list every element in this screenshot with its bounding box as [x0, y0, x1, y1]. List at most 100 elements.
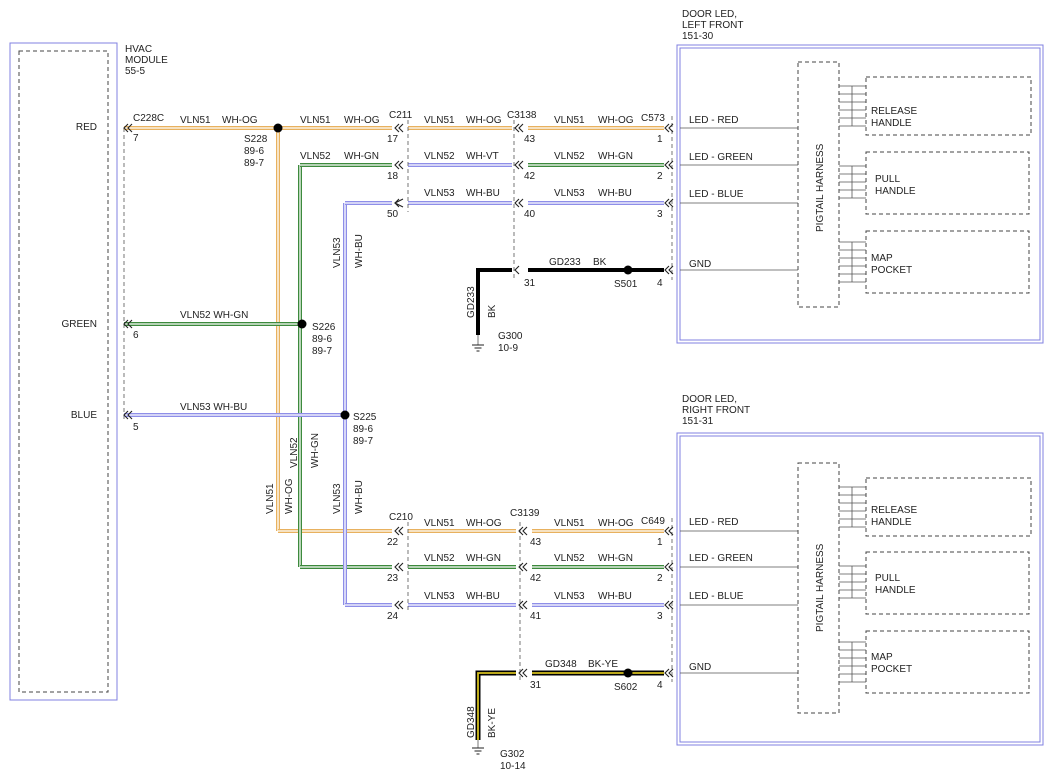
hvac-module: HVAC MODULE 55-5 C228C RED GREEN BLUE 7 … [9, 42, 168, 701]
vlabel-vln53-top: VLN53 [332, 237, 343, 268]
lf-title-2: LEFT FRONT [682, 20, 743, 31]
c211-pin-17: 17 [387, 134, 399, 145]
c3138-label: C3138 [507, 110, 537, 121]
hvac-pin-green-label: GREEN [61, 319, 97, 330]
connector-frames [407, 116, 673, 682]
label-whvt-mid: WH-VT [466, 151, 499, 162]
g302-page: 10-14 [500, 761, 526, 772]
lf-sub-pull-2: HANDLE [875, 186, 916, 197]
lf-sub-map-2: POCKET [871, 265, 912, 276]
c3138-pin-42: 42 [524, 171, 536, 182]
vlabel-whbu-top: WH-BU [354, 234, 365, 268]
label-vln53-rf-mid: VLN53 [424, 591, 455, 602]
door-led-right-front: DOOR LED, RIGHT FRONT 151-31 C649 LED - … [641, 394, 1044, 746]
label-vln53-hvac: VLN53 WH-BU [180, 402, 247, 413]
hvac-title-2: MODULE [125, 55, 168, 66]
g300-label: G300 [498, 331, 523, 342]
rf-harness-label: PIGTAIL HARNESS [815, 543, 826, 632]
label-whbu-mid: WH-BU [466, 188, 500, 199]
door-led-left-front: DOOR LED, LEFT FRONT 151-30 C573 LED - R… [641, 9, 1044, 344]
label-whbu-rf-mid: WH-BU [466, 591, 500, 602]
c3139-label: C3139 [510, 508, 540, 519]
lf-pin-1: 1 [657, 134, 663, 145]
label-vln51-mid: VLN51 [424, 115, 455, 126]
label-whog-rf-mid: WH-OG [466, 518, 502, 529]
rf-sub-map-1: MAP [871, 652, 893, 663]
s226-label: S226 [312, 322, 336, 333]
lf-pin-gnd-label: GND [689, 259, 711, 270]
label-gd348-h: GD348 [545, 659, 577, 670]
label-vln52-mid: VLN52 [424, 151, 455, 162]
label-whgn-rf-mid: WH-GN [466, 553, 501, 564]
splices [273, 123, 633, 678]
wire-gd348 [472, 670, 664, 755]
lf-pin-red-label: LED - RED [689, 115, 738, 126]
label-vln51-rf: VLN51 [554, 518, 585, 529]
c3139-pin-43: 43 [530, 537, 542, 548]
s226-ref2: 89-7 [312, 346, 332, 357]
c210-pin-22: 22 [387, 537, 399, 548]
vlabel-gd233: GD233 [466, 286, 477, 318]
s501-label: S501 [614, 279, 638, 290]
vlabel-vln51: VLN51 [265, 483, 276, 514]
vlabel-whog: WH-OG [284, 478, 295, 514]
c211-label: C211 [389, 110, 413, 121]
label-whgn-lf: WH-GN [598, 151, 633, 162]
wire-vln52 [124, 163, 664, 569]
c3139-pin-31: 31 [530, 680, 542, 691]
vlabel-vln53-bot: VLN53 [332, 483, 343, 514]
rf-pin-green-label: LED - GREEN [689, 553, 753, 564]
vlabel-bkye: BK-YE [487, 708, 498, 738]
hvac-pin-red-label: RED [76, 122, 97, 133]
label-vln53-rf: VLN53 [554, 591, 585, 602]
vlabel-bk: BK [487, 304, 498, 318]
label-vln52-rf: VLN52 [554, 553, 585, 564]
label-vln52-hvac: VLN52 WH-GN [180, 310, 248, 321]
label-vln52-rf-mid: VLN52 [424, 553, 455, 564]
lf-page: 151-30 [682, 31, 714, 42]
rf-sub-map-2: POCKET [871, 664, 912, 675]
s228-ref2: 89-7 [244, 158, 264, 169]
label-vln52-lf: VLN52 [554, 151, 585, 162]
g302-label: G302 [500, 749, 525, 760]
rf-pin-4: 4 [657, 680, 663, 691]
rf-sub-pull-1: PULL [875, 573, 900, 584]
c210-pin-24: 24 [387, 611, 399, 622]
label-bk-h: BK [593, 257, 607, 268]
wire-vln51 [124, 126, 664, 533]
c3138-pin-43: 43 [524, 134, 536, 145]
rf-pin-blue-label: LED - BLUE [689, 591, 744, 602]
label-vln53-lf: VLN53 [554, 188, 585, 199]
vlabel-gd348: GD348 [466, 706, 477, 738]
rf-title-1: DOOR LED, [682, 394, 737, 405]
label-whog-mid: WH-OG [466, 115, 502, 126]
rf-connector: C649 [641, 516, 665, 527]
label-gd233-h: GD233 [549, 257, 581, 268]
lf-title-1: DOOR LED, [682, 9, 737, 20]
g300-page: 10-9 [498, 343, 518, 354]
s602-label: S602 [614, 682, 638, 693]
lf-sub-pull-1: PULL [875, 174, 900, 185]
lf-pin-4: 4 [657, 278, 663, 289]
c210-pin-23: 23 [387, 573, 399, 584]
vlabel-whbu-bot: WH-BU [354, 480, 365, 514]
s228-ref1: 89-6 [244, 146, 264, 157]
lf-pin-3: 3 [657, 209, 663, 220]
hvac-page-ref: 55-5 [125, 66, 145, 77]
c3138-pin-40: 40 [524, 209, 536, 220]
rf-pin-red-label: LED - RED [689, 517, 738, 528]
rf-page: 151-31 [682, 416, 714, 427]
lf-connector: C573 [641, 113, 665, 124]
label-vln52-c211: VLN52 [300, 151, 331, 162]
label-vln51-c211: VLN51 [300, 115, 331, 126]
hvac-title-1: HVAC [125, 44, 152, 55]
component-labels: C211 17 18 50 C3138 43 42 40 31 C210 22 … [244, 110, 638, 772]
c3138-pin-31: 31 [524, 278, 536, 289]
rf-pin-gnd-label: GND [689, 662, 711, 673]
label-whog-lf: WH-OG [598, 115, 634, 126]
wire-labels-vertical: VLN53 WH-BU VLN52 WH-GN VLN51 WH-OG VLN5… [265, 234, 498, 738]
label-bkye-h: BK-YE [588, 659, 618, 670]
rf-sub-pull-2: HANDLE [875, 585, 916, 596]
hvac-pin-blue-label: BLUE [71, 410, 97, 421]
